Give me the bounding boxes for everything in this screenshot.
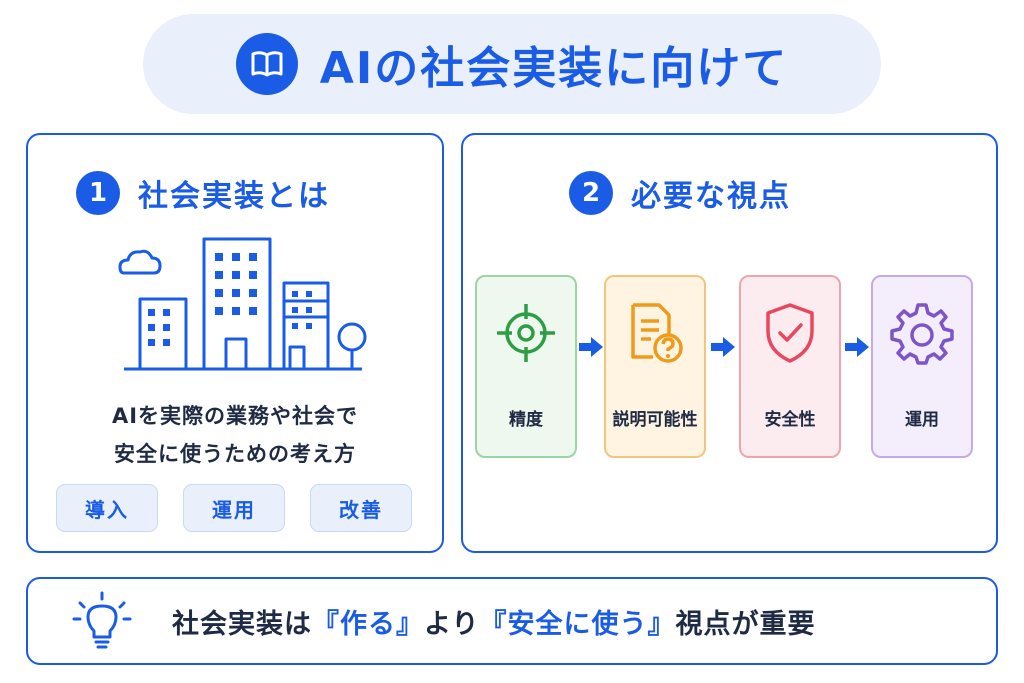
section2-number: 2 [569,171,613,215]
key-message: 社会実装は 『作る』 より 『安全に使う』 視点が重要 [172,579,815,663]
step-explainability: 説明可能性 [604,275,706,458]
section2-header: 2 必要な視点 [569,171,791,215]
target-icon [494,301,558,365]
section2-title: 必要な視点 [631,179,791,214]
section-what-is-implementation: 1 社会実装とは [26,133,444,553]
gear-icon [890,301,954,365]
message-highlight-2: 『安全に使う』 [479,608,676,640]
step-label: 精度 [509,410,543,430]
arrow-right-icon [845,337,869,361]
chip-improvement: 改善 [310,484,412,532]
message-part-2: より [424,608,480,640]
key-message-bar: 社会実装は 『作る』 より 『安全に使う』 視点が重要 [26,577,998,665]
step-label: 運用 [905,410,939,430]
page-title: AIの社会実装に向けて [319,43,789,94]
book-icon [235,33,298,95]
step-accuracy: 精度 [475,275,577,458]
step-safety: 安全性 [739,275,841,458]
city-buildings-icon [118,227,368,381]
message-part-1: 社会実装は [172,608,312,640]
shield-check-icon [758,301,822,365]
arrow-right-icon [579,337,603,361]
section1-description: AIを実際の業務や社会で 安全に使うための考え方 [28,397,442,473]
chip-operation: 運用 [183,484,285,532]
phase-chips: 導入 運用 改善 [56,484,412,532]
title-banner: AIの社会実装に向けて [143,14,881,114]
message-part-3: 視点が重要 [675,608,816,640]
step-label: 説明可能性 [612,410,698,430]
arrow-right-icon [711,337,735,361]
step-label: 安全性 [764,410,816,430]
step-operation: 運用 [871,275,973,458]
message-highlight-1: 『作る』 [312,608,424,640]
section1-number: 1 [76,171,120,215]
description-line-1: AIを実際の業務や社会で [111,404,359,428]
section1-header: 1 社会実装とは [76,171,330,215]
section-required-perspectives: 2 必要な視点 精度 [461,133,998,553]
lightbulb-icon [72,591,132,655]
document-question-icon [623,301,687,365]
chip-introduction: 導入 [56,484,158,532]
description-line-2: 安全に使うための考え方 [114,442,356,466]
section1-title: 社会実装とは [138,179,330,214]
